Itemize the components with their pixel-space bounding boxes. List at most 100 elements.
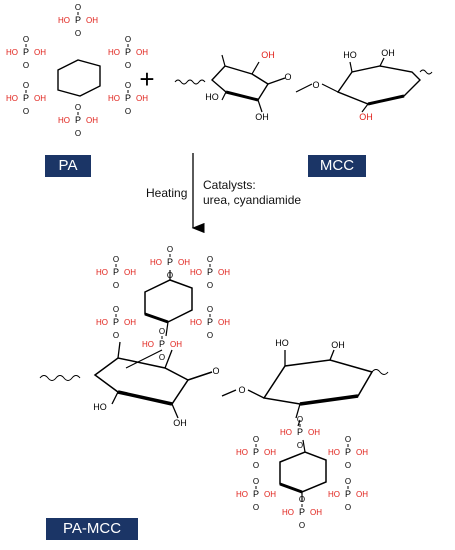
phosphorus-atom: P [253, 489, 259, 499]
oxygen-atom: O [113, 281, 119, 290]
hydroxyl-label: OH [136, 48, 148, 57]
attached-phytic-acid-upper [125, 270, 193, 369]
phosphorus-atom: P [345, 489, 351, 499]
oxygen-atom: O [75, 3, 81, 12]
oxygen-atom: O [75, 129, 81, 138]
oxygen-atom: O [159, 353, 165, 362]
oxygen-atom: O [253, 435, 259, 444]
hydroxyl-label: HO [328, 490, 340, 499]
pa-mcc-label: PA-MCC [46, 518, 138, 540]
oxygen-atom: O [207, 331, 213, 340]
oxygen-atom: O [284, 72, 291, 82]
hydroxyl-label: HO [190, 318, 202, 327]
hydroxyl-label: HO [205, 92, 219, 102]
oxygen-atom: O [125, 61, 131, 70]
hydroxyl-label: OH [255, 112, 269, 122]
hydroxyl-label: HO [236, 490, 248, 499]
oxygen-atom: O [212, 366, 219, 376]
hydroxyl-label: OH [86, 16, 98, 25]
hydroxyl-label: OH [124, 318, 136, 327]
phosphorus-atom: P [345, 447, 351, 457]
hydroxyl-label: HO [190, 268, 202, 277]
hydroxyl-label: HO [142, 340, 154, 349]
oxygen-atom: O [299, 495, 305, 504]
hydroxyl-label: OH [218, 318, 230, 327]
hydroxyl-label: HO [275, 338, 289, 348]
hydroxyl-label: HO [282, 508, 294, 517]
oxygen-atom: O [345, 461, 351, 470]
attached-phytic-acid-lower [279, 419, 327, 502]
pa-mcc-cellulose-backbone [39, 341, 389, 419]
hydroxyl-label: OH [124, 268, 136, 277]
phosphorus-atom: P [113, 267, 119, 277]
oxygen-atom: O [23, 35, 29, 44]
oxygen-atom: O [23, 107, 29, 116]
oxygen-atom: O [297, 441, 303, 450]
glucose-ring-right [336, 65, 421, 105]
oxygen-atom: O [345, 477, 351, 486]
hydroxyl-label: HO [93, 402, 107, 412]
oxygen-atom: O [297, 415, 303, 424]
phosphorus-atom: P [253, 447, 259, 457]
wavy-bond-right-lower [371, 369, 389, 375]
hydroxyl-label: HO [58, 16, 70, 25]
hydroxyl-label: HO [6, 94, 18, 103]
oxygen-atom: O [312, 80, 319, 90]
oxygen-atom: O [238, 385, 245, 395]
oxygen-atom: O [125, 107, 131, 116]
heating-condition: Heating [146, 186, 188, 200]
wavy-bond-left [174, 79, 206, 85]
oxygen-atom: O [75, 103, 81, 112]
hydroxyl-label: HO [150, 258, 162, 267]
hydroxyl-label: OH [178, 258, 190, 267]
phosphorus-atom: P [167, 257, 173, 267]
phosphorus-atom: P [113, 317, 119, 327]
oxygen-atom: O [167, 245, 173, 254]
phosphorus-atom: P [297, 427, 303, 437]
hydroxyl-label: OH [331, 340, 345, 350]
hydroxyl-label: HO [108, 94, 120, 103]
cellulose-structure [174, 54, 433, 113]
hydroxyl-label: HO [96, 318, 108, 327]
hydroxyl-label: HO [343, 50, 357, 60]
phosphorus-atom: P [207, 317, 213, 327]
oxygen-atom: O [253, 503, 259, 512]
phosphorus-atom: P [23, 47, 29, 57]
oxygen-atom: O [159, 327, 165, 336]
hydroxyl-label: HO [58, 116, 70, 125]
hydroxyl-label: OH [173, 418, 187, 428]
phosphorus-atom: P [299, 507, 305, 517]
phytic-acid-structure [57, 59, 101, 97]
hydroxyl-label: HO [280, 428, 292, 437]
plus-sign: + [139, 64, 154, 94]
hydroxyl-label: OH [34, 48, 46, 57]
hydroxyl-label: HO [108, 48, 120, 57]
hydroxyl-label: OH [381, 48, 395, 58]
hydroxyl-label: HO [96, 268, 108, 277]
oxygen-atom: O [125, 35, 131, 44]
hydroxyl-label: OH [356, 490, 368, 499]
oxygen-atom: O [23, 61, 29, 70]
oxygen-atom: O [75, 29, 81, 38]
phosphorus-atom: P [23, 93, 29, 103]
oxygen-atom: O [125, 81, 131, 90]
oxygen-atom: O [253, 477, 259, 486]
oxygen-atom: O [167, 271, 173, 280]
oxygen-atom: O [207, 255, 213, 264]
catalysts-title: Catalysts: [203, 178, 256, 192]
phosphorus-atom: P [207, 267, 213, 277]
wavy-bond-right [419, 69, 433, 75]
hydroxyl-label: OH [170, 340, 182, 349]
phosphorus-atom: P [125, 47, 131, 57]
phosphorus-atom: P [75, 115, 81, 125]
hydroxyl-label: OH [310, 508, 322, 517]
hydroxyl-label: HO [328, 448, 340, 457]
oxygen-atom: O [207, 281, 213, 290]
oxygen-atom: O [345, 503, 351, 512]
hydroxyl-label: HO [6, 48, 18, 57]
mcc-label: MCC [308, 155, 366, 177]
phosphorus-atom: P [75, 15, 81, 25]
phosphorus-atom: P [125, 93, 131, 103]
hydroxyl-label: OH [356, 448, 368, 457]
